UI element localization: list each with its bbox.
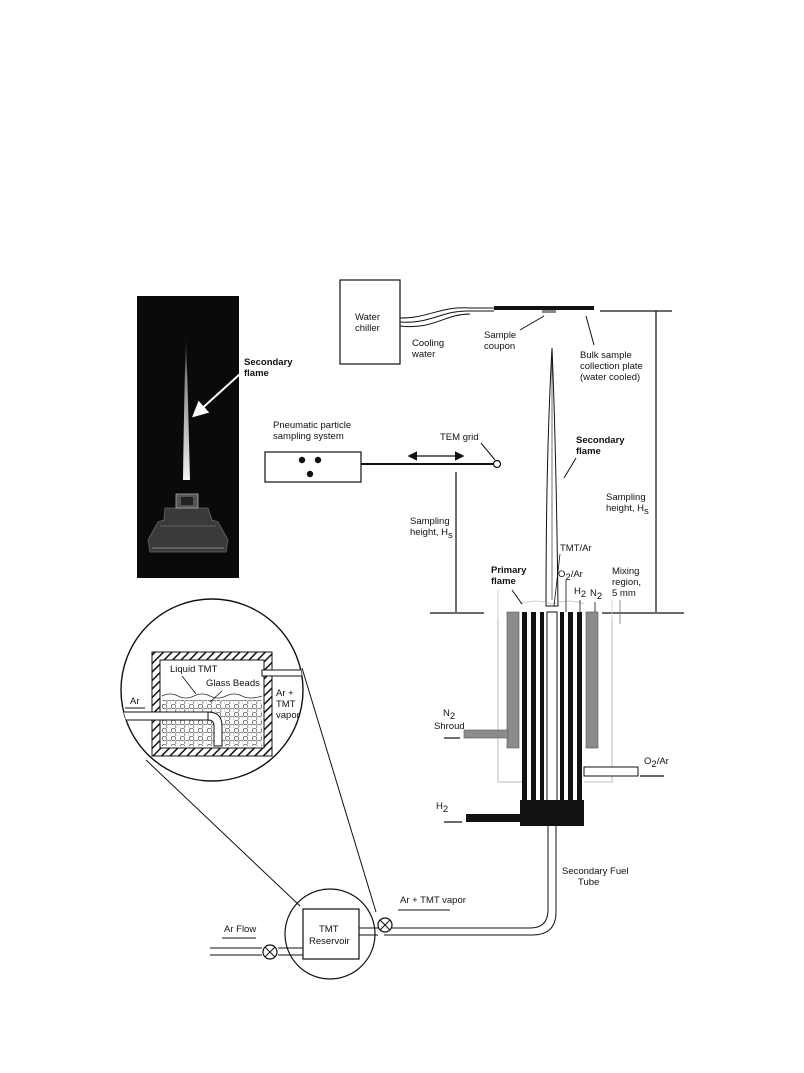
reservoir-label-line1: TMT bbox=[319, 924, 339, 935]
photo-label-line1: Secondary bbox=[244, 357, 293, 368]
reservoir-box bbox=[302, 908, 360, 960]
left-height-line1: Sampling bbox=[410, 516, 450, 527]
burner-assembly bbox=[444, 590, 664, 826]
mixing-line1: Mixing bbox=[612, 566, 639, 577]
photo-burner bbox=[147, 507, 229, 553]
h2-top-label: H2 bbox=[574, 586, 586, 600]
reservoir-detail bbox=[120, 598, 304, 782]
flame-photo bbox=[137, 296, 241, 578]
o2ar-top-label: O2/Ar bbox=[558, 569, 583, 583]
plate-label-line3: (water cooled) bbox=[580, 372, 640, 383]
fuel-tube-outer bbox=[384, 826, 549, 929]
tem-grid-label: TEM grid bbox=[440, 432, 479, 443]
coupon-label-line2: coupon bbox=[484, 341, 515, 352]
ar-in-label: Ar bbox=[130, 696, 140, 707]
photo-label-line2: flame bbox=[244, 368, 269, 379]
fuel-tube-inner bbox=[384, 826, 557, 936]
ar-out-line2: TMT bbox=[276, 699, 296, 710]
ar-flow-label: Ar Flow bbox=[224, 924, 256, 935]
secondary-flame-line1: Secondary bbox=[576, 435, 625, 446]
photo-flame bbox=[183, 332, 190, 480]
right-height-line2: height, Hs bbox=[606, 503, 649, 517]
chiller-label-line1: Water bbox=[355, 312, 380, 323]
mixing-line2: region, bbox=[612, 577, 641, 588]
cooling-lines bbox=[399, 307, 494, 328]
plate-label-line1: Bulk sample bbox=[580, 350, 632, 361]
coupon-label-line1: Sample bbox=[484, 330, 516, 341]
fuel-tube-label-line2: Tube bbox=[578, 877, 599, 888]
sampler-label-line2: sampling system bbox=[273, 431, 344, 442]
collection-plate bbox=[494, 306, 594, 310]
primary-flame-line2: flame bbox=[491, 576, 516, 587]
liquid-tmt-label: Liquid TMT bbox=[170, 664, 218, 675]
shroud-label: Shroud bbox=[434, 721, 465, 732]
ar-out-line3: vapor bbox=[276, 710, 300, 721]
zoom-line bbox=[145, 759, 301, 907]
valve-icon bbox=[377, 917, 393, 933]
cooling-label-line2: water bbox=[411, 349, 435, 360]
cooling-label-line1: Cooling bbox=[412, 338, 444, 349]
fuel-tube-label-line1: Secondary Fuel bbox=[562, 866, 629, 877]
vapor-label: Ar + TMT vapor bbox=[400, 895, 466, 906]
sampler-label-line1: Pneumatic particle bbox=[273, 420, 351, 431]
glass-beads-label: Glass Beads bbox=[206, 678, 260, 689]
n2-top-label: N2 bbox=[590, 588, 602, 602]
tem-grid-tip bbox=[492, 459, 502, 469]
photo-arrow bbox=[192, 373, 241, 418]
valve-icon bbox=[262, 944, 278, 960]
water-chiller-box bbox=[339, 279, 401, 365]
primary-flame-line1: Primary bbox=[491, 565, 527, 576]
reservoir-label-line2: Reservoir bbox=[309, 936, 350, 947]
left-height-line2: height, Hs bbox=[410, 527, 453, 541]
mixing-line3: 5 mm bbox=[612, 588, 636, 599]
right-height-line1: Sampling bbox=[606, 492, 646, 503]
h2-side-label: H2 bbox=[436, 801, 448, 815]
n2-shroud-label: N2 bbox=[443, 708, 455, 722]
tmt-ar-label: TMT/Ar bbox=[560, 543, 592, 554]
zoom-line bbox=[301, 667, 377, 913]
o2ar-side-label: O2/Ar bbox=[644, 756, 669, 770]
ar-out-line1: Ar + bbox=[276, 688, 294, 699]
plate-label-line2: collection plate bbox=[580, 361, 643, 372]
chiller-label-line2: chiller bbox=[355, 323, 380, 334]
pneumatic-sampler-box bbox=[264, 451, 362, 483]
sample-coupon bbox=[542, 310, 556, 313]
secondary-flame-line2: flame bbox=[576, 446, 601, 457]
